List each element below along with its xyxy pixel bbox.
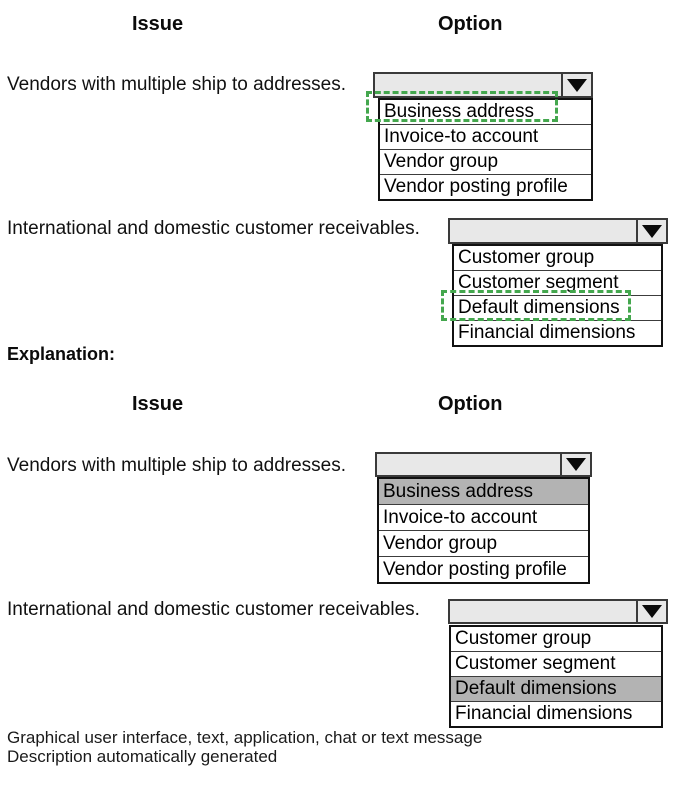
issue2-dropdown[interactable] <box>448 218 668 244</box>
chevron-down-icon <box>566 458 586 471</box>
dropdown-option[interactable]: Invoice-to account <box>380 124 591 149</box>
chevron-down-icon <box>642 224 662 238</box>
explanation-heading: Explanation: <box>7 344 116 364</box>
chevron-down-icon <box>642 605 662 618</box>
dropdown-value-field[interactable] <box>450 601 636 622</box>
explanation-issue2-dropdown[interactable] <box>448 599 668 624</box>
issue1-dropdown[interactable] <box>373 72 593 98</box>
dropdown-option[interactable]: Invoice-to account <box>379 504 588 530</box>
explanation-issue1-options-list: Business address Invoice-to account Vend… <box>377 477 590 584</box>
option-column-header: Option <box>438 393 503 415</box>
dropdown-option[interactable]: Customer segment <box>454 270 661 295</box>
issue2-label: International and domestic customer rece… <box>7 218 420 239</box>
issue1-options-list: Business address Invoice-to account Vend… <box>378 98 593 201</box>
dropdown-arrow-button[interactable] <box>636 601 666 622</box>
issue-column-header: Issue <box>132 393 184 415</box>
dropdown-option[interactable]: Vendor posting profile <box>379 556 588 582</box>
issue2-options-list: Customer group Customer segment Default … <box>452 244 663 347</box>
auto-caption-line1: Graphical user interface, text, applicat… <box>7 728 483 747</box>
dropdown-arrow-button[interactable] <box>560 454 590 475</box>
dropdown-option[interactable]: Vendor posting profile <box>380 174 591 199</box>
option-column-header: Option <box>438 13 503 35</box>
dropdown-option[interactable]: Default dimensions <box>454 295 661 320</box>
dropdown-option[interactable]: Financial dimensions <box>451 701 661 726</box>
dropdown-option[interactable]: Financial dimensions <box>454 320 661 345</box>
auto-caption: Graphical user interface, text, applicat… <box>7 728 482 766</box>
dropdown-value-field[interactable] <box>377 454 560 475</box>
issue-column-header: Issue <box>132 13 184 35</box>
dropdown-option[interactable]: Customer segment <box>451 651 661 676</box>
dropdown-option[interactable]: Business address <box>380 100 591 124</box>
dropdown-option-selected[interactable]: Default dimensions <box>451 676 661 701</box>
dropdown-arrow-button[interactable] <box>561 74 591 96</box>
issue2-label: International and domestic customer rece… <box>7 599 420 620</box>
dropdown-value-field[interactable] <box>375 74 561 96</box>
dropdown-option-selected[interactable]: Business address <box>379 479 588 504</box>
dropdown-value-field[interactable] <box>450 220 636 242</box>
issue1-label: Vendors with multiple ship to addresses. <box>7 74 347 95</box>
chevron-down-icon <box>567 78 587 92</box>
explanation-issue1-dropdown[interactable] <box>375 452 592 477</box>
auto-caption-line2: Description automatically generated <box>7 747 278 766</box>
dropdown-arrow-button[interactable] <box>636 220 666 242</box>
dropdown-option[interactable]: Customer group <box>454 246 661 270</box>
dropdown-option[interactable]: Vendor group <box>380 149 591 174</box>
issue1-label: Vendors with multiple ship to addresses. <box>7 455 347 476</box>
dropdown-option[interactable]: Vendor group <box>379 530 588 556</box>
dropdown-option[interactable]: Customer group <box>451 627 661 651</box>
explanation-issue2-options-list: Customer group Customer segment Default … <box>449 625 663 728</box>
